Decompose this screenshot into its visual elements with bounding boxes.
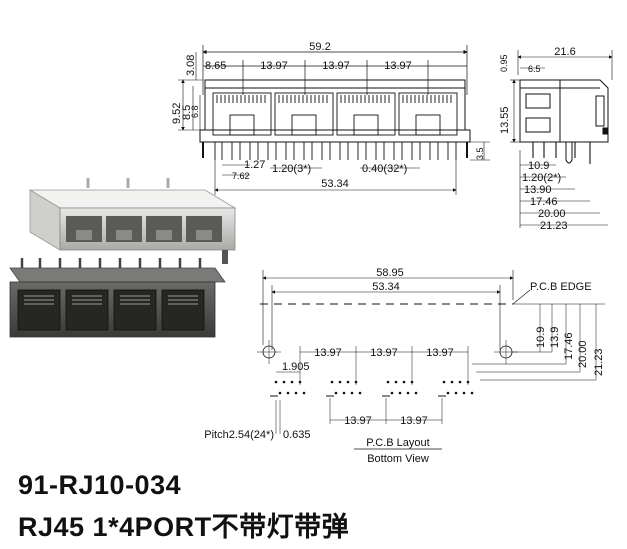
dim-pin-dia-note: 0.40(32*) [362, 163, 407, 175]
product-photo-top [28, 178, 237, 264]
dim-side-3: 13.90 [524, 184, 552, 196]
dim-pin-length: 3.5 [475, 147, 485, 160]
product-description: RJ45 1*4PORT不带灯带弹 [18, 512, 350, 542]
pcb-pitch-top-2: 13.97 [370, 347, 398, 359]
dim-pitch-2: 13.97 [322, 60, 350, 72]
dim-depth: 21.6 [554, 46, 575, 58]
dim-side-height: 13.55 [499, 106, 511, 134]
pcb-edge-label: P.C.B EDGE [530, 281, 592, 293]
dim-height-total: 9.52 [171, 103, 183, 124]
pcb-pitch-note: Pitch2.54(24*) [204, 429, 274, 441]
pcb-right-2: 13.9 [549, 327, 561, 348]
dim-side-4: 17.46 [530, 196, 558, 208]
dim-pin-spacing-a: 1.27 [244, 159, 265, 171]
side-view [510, 50, 613, 228]
front-view-labels: 59.2 8.65 13.97 13.97 13.97 3.08 9.52 8.… [171, 41, 485, 190]
dim-side-1: 10.9 [528, 160, 549, 172]
dim-pitch-1: 13.97 [260, 60, 288, 72]
pcb-right-3: 17.46 [563, 332, 575, 360]
dim-pitch-3: 13.97 [384, 60, 412, 72]
dim-left-offset: 8.65 [205, 60, 226, 72]
dim-pin-span: 53.34 [321, 178, 349, 190]
dim-side-5: 20.00 [538, 208, 566, 220]
pcb-pitch-bottom-1: 13.97 [344, 415, 372, 427]
pcb-span: 53.34 [372, 281, 400, 293]
dim-overall-width: 59.2 [309, 41, 330, 53]
dim-side-2: 1.20(2*) [522, 172, 561, 184]
pcb-offset-2: 0.635 [283, 429, 311, 441]
dim-height-low: 6.8 [190, 105, 200, 118]
pcb-offset: 1.905 [282, 361, 310, 373]
pcb-layout [257, 270, 605, 450]
dim-top-gap: 0.95 [499, 54, 509, 72]
dim-top-margin: 3.08 [185, 55, 197, 76]
side-view-labels: 21.6 0.95 6.5 13.55 10.9 1.20(2*) 13.90 … [499, 46, 576, 232]
pcb-right-5: 21.23 [593, 348, 605, 376]
dim-pin-spacing-b: 7.62 [232, 171, 250, 181]
pcb-pitch-top-1: 13.97 [314, 347, 342, 359]
dim-pitch-note: 1.20(3*) [272, 163, 311, 175]
pcb-pitch-bottom-2: 13.97 [400, 415, 428, 427]
pcb-right-1: 10.9 [535, 327, 547, 348]
dim-side-6: 21.23 [540, 220, 568, 232]
product-photo-bottom [9, 258, 226, 338]
pcb-right-4: 20.00 [577, 340, 589, 368]
pcb-overall: 58.95 [376, 267, 404, 279]
dim-height-mid: 8.5 [181, 105, 193, 120]
pcb-view-label: Bottom View [367, 453, 429, 465]
pcb-layout-labels: 58.95 53.34 P.C.B EDGE 13.97 13.97 13.97… [204, 267, 605, 465]
front-view [178, 45, 490, 195]
dim-side-offset: 6.5 [528, 64, 541, 74]
pcb-pitch-top-3: 13.97 [426, 347, 454, 359]
part-number-title: 91-RJ10-034 [18, 470, 182, 500]
pcb-layout-label: P.C.B Layout [366, 437, 429, 449]
